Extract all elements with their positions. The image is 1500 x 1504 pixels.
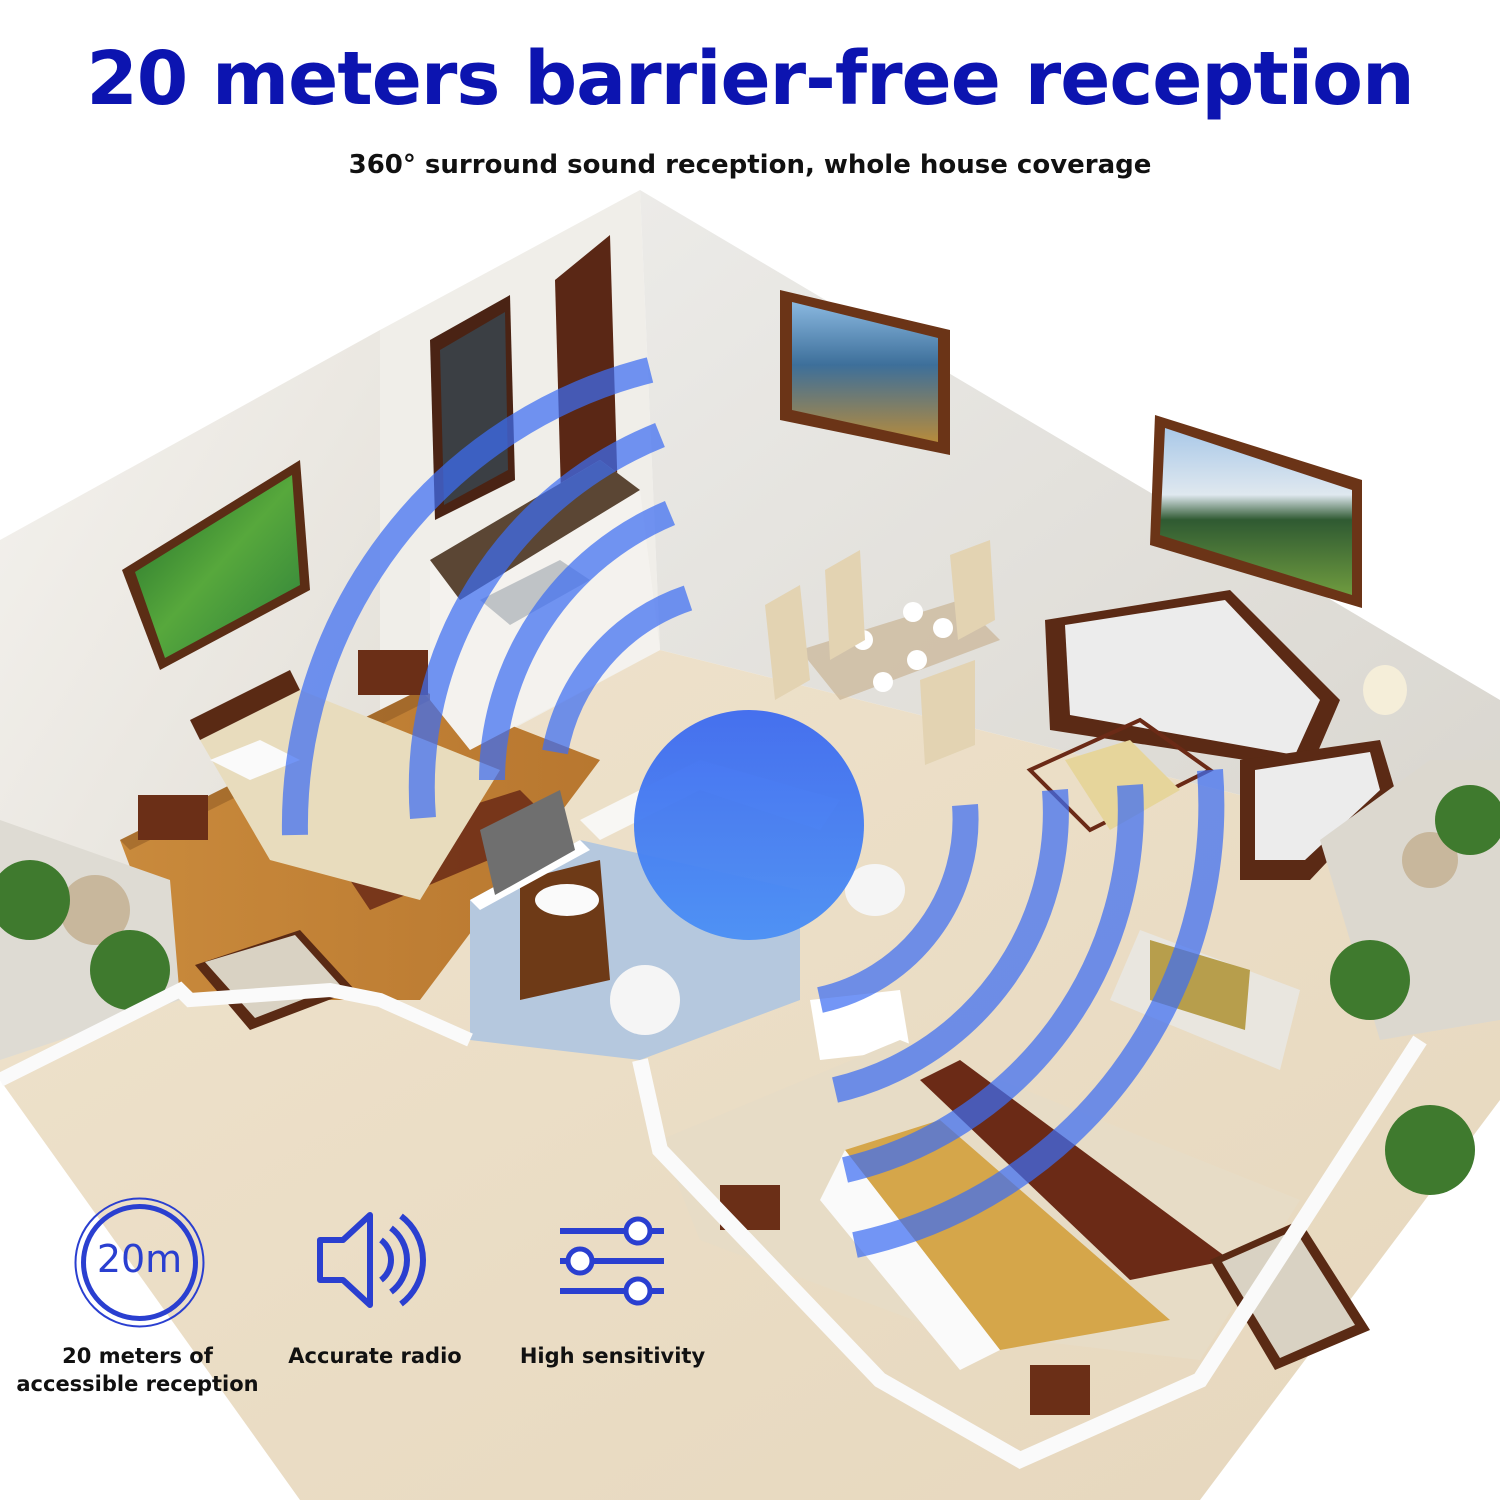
- feature-label-sensitivity: High sensitivity: [519, 1344, 706, 1368]
- signal-source-circle: [634, 710, 864, 940]
- feature-label-range-line1: 20 meters of: [62, 1344, 213, 1368]
- 20m-range-icon: 20m: [72, 1195, 207, 1330]
- sliders-icon: [558, 1215, 666, 1307]
- feature-label-radio: Accurate radio: [288, 1344, 462, 1368]
- signal-waves-lower-right: [817, 769, 1225, 1258]
- page-subtitle: 360° surround sound reception, whole hou…: [348, 150, 1152, 180]
- speaker-icon: [315, 1210, 430, 1310]
- page-title: 20 meters barrier-free reception: [86, 36, 1414, 122]
- 20m-range-icon-text: 20m: [96, 1237, 183, 1281]
- feature-label-range-line2: accessible reception: [16, 1372, 259, 1397]
- feature-label-range: 20 meters of accessible reception: [10, 1342, 265, 1399]
- signal-waves-upper-left: [281, 357, 693, 836]
